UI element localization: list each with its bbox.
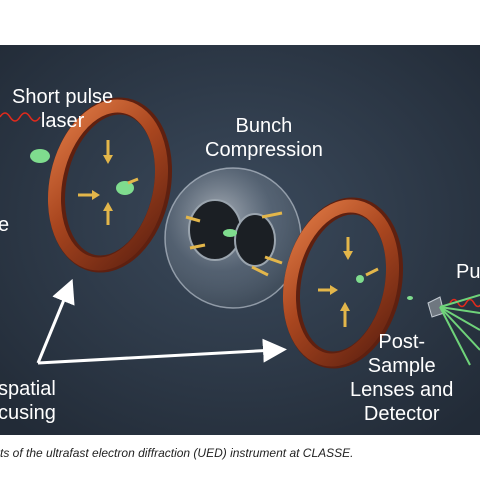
laser-pulse-wave-left xyxy=(0,112,41,122)
label-line: laser xyxy=(40,110,85,132)
laser-pulse-wave-right xyxy=(449,298,480,308)
label-line: Sample xyxy=(367,355,436,377)
label-line: Bunch xyxy=(235,115,293,137)
label-line: Lenses and xyxy=(350,379,454,401)
bunch-compression-cavity xyxy=(164,167,302,309)
label-post-sample-lenses-detector: Post- Sample Lenses and Detector xyxy=(350,330,453,426)
axis-arrow-horizontal xyxy=(37,338,287,365)
label-line: e xyxy=(0,214,10,236)
magnetic-lens-coil-right xyxy=(282,197,404,369)
label-line: Short pulse xyxy=(12,86,114,108)
electron-bunch xyxy=(356,275,364,283)
label-line: cusing xyxy=(0,402,56,424)
electron-bunch xyxy=(407,296,413,300)
ued-instrument-figure: Short pulse laser Bunch Compression e sp… xyxy=(0,45,480,435)
electron-bunch xyxy=(30,149,50,163)
electron-bunch xyxy=(116,181,134,195)
detector xyxy=(427,294,480,366)
label-line: Post- xyxy=(378,331,426,353)
label-line: Detector xyxy=(363,403,440,425)
ued-diagram xyxy=(0,45,480,435)
figure-caption: ts of the ultrafast electron diffraction… xyxy=(0,446,354,460)
label-line: Pu xyxy=(456,261,480,283)
label-partial-right: Pu xyxy=(456,260,480,284)
label-spatial-focusing: spatial cusing xyxy=(0,377,56,425)
magnetic-lens-coil-left xyxy=(47,97,173,273)
label-line: spatial xyxy=(0,378,56,400)
axis-arrow-vertical xyxy=(36,278,75,364)
label-bunch-compression: Bunch Compression xyxy=(205,114,323,162)
label-short-pulse-laser: Short pulse laser xyxy=(12,85,113,133)
label-line: Compression xyxy=(205,139,323,161)
label-partial-left: e xyxy=(0,213,9,237)
